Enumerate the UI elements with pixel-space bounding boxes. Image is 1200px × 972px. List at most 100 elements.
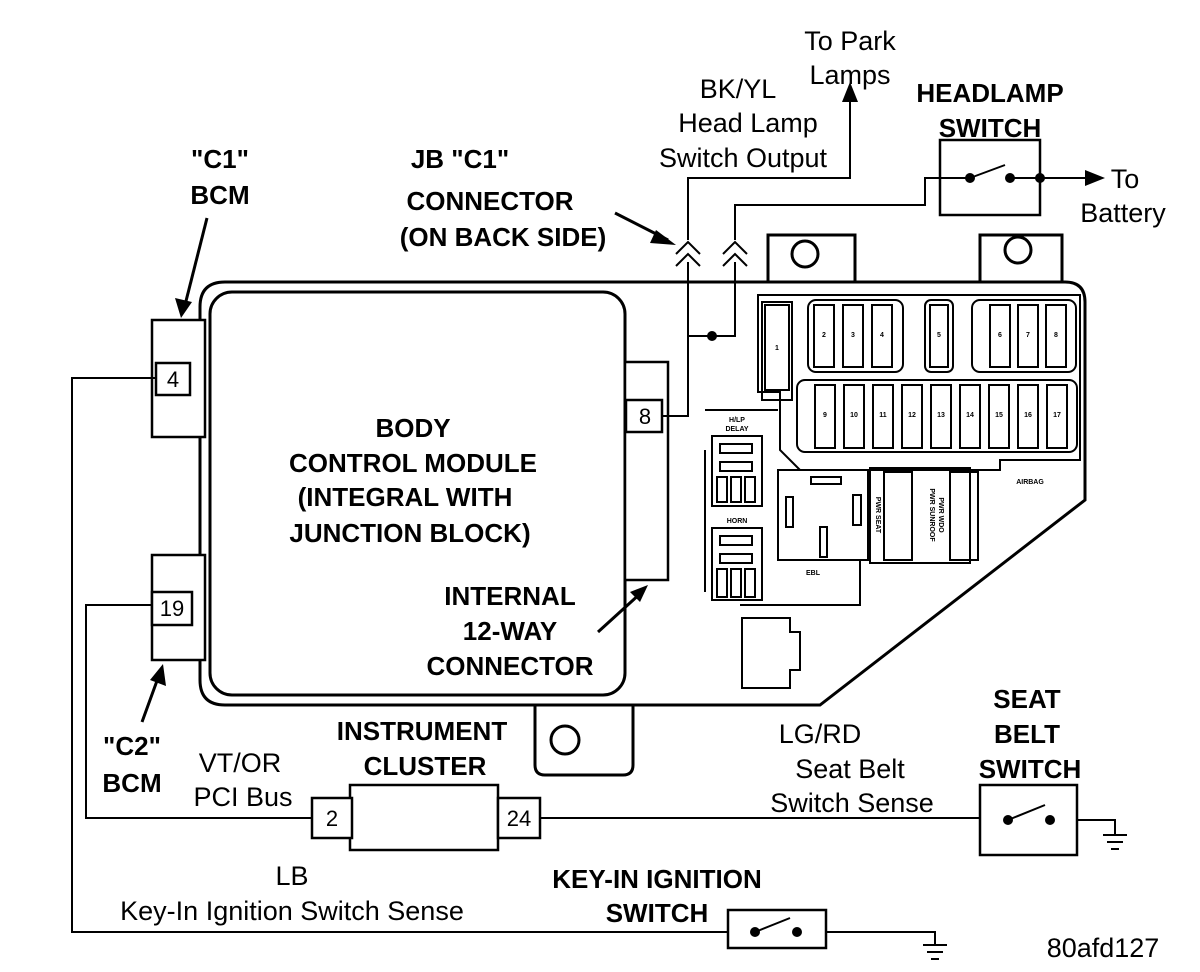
figure-id: 80afd127: [1047, 933, 1160, 963]
svg-text:CONNECTOR: CONNECTOR: [426, 651, 593, 681]
internal-connector-label: INTERNAL 12-WAY CONNECTOR: [426, 581, 593, 681]
fuse-2: [813, 304, 835, 368]
svg-text:To: To: [1111, 164, 1140, 194]
arrowhead: [630, 585, 648, 602]
fuse-label: 3: [851, 332, 855, 339]
airbag-label: AIRBAG: [1016, 479, 1044, 486]
vt-or-label: VT/OR PCI Bus: [193, 748, 292, 812]
fuse-7: [1017, 304, 1039, 368]
fuse-label: 10: [850, 412, 858, 419]
junction-block-outline: [198, 280, 1087, 707]
lb-label: LB Key-In Ignition Switch Sense: [120, 861, 464, 926]
hlp-delay-relay: [711, 435, 763, 507]
svg-text:JB "C1": JB "C1": [411, 144, 509, 174]
fuse-label: 9: [823, 412, 827, 419]
svg-text:PCI Bus: PCI Bus: [193, 782, 292, 812]
fuse-label: 12: [908, 412, 916, 419]
svg-text:SWITCH: SWITCH: [606, 898, 709, 928]
seat-belt-switch: [978, 783, 1079, 857]
svg-text:"C1": "C1": [191, 144, 249, 174]
pwr-sunroof-label: PWR SUNROOF: [928, 488, 935, 542]
c2-arrow: [140, 677, 160, 723]
internal-connector-arrow: [596, 590, 644, 634]
svg-text:BK/YL: BK/YL: [700, 74, 777, 104]
pwr-wdo-label: PWR WDO: [937, 497, 944, 533]
headlamp-switch-label: HEADLAMP SWITCH: [916, 78, 1063, 143]
svg-text:VT/OR: VT/OR: [199, 748, 282, 778]
svg-text:SEAT: SEAT: [993, 684, 1061, 714]
fuse-15: [988, 384, 1010, 449]
svg-text:12-WAY: 12-WAY: [463, 616, 557, 646]
cluster-pin-24: [496, 796, 542, 840]
c2-pin-19: [150, 590, 194, 627]
svg-text:KEY-IN IGNITION: KEY-IN IGNITION: [552, 864, 761, 894]
svg-text:SWITCH: SWITCH: [979, 754, 1082, 784]
fuse-label: 8: [1054, 332, 1058, 339]
fuse-label: 13: [937, 412, 945, 419]
svg-text:HEADLAMP: HEADLAMP: [916, 78, 1063, 108]
bk-yl-label: BK/YL Head Lamp Switch Output: [659, 74, 828, 173]
key-in-ignition-switch: [726, 908, 828, 950]
fuse-5: [929, 304, 949, 368]
horn-relay: [711, 527, 763, 601]
fuse-3: [842, 304, 864, 368]
arrowhead: [175, 298, 192, 318]
svg-text:BELT: BELT: [994, 719, 1060, 749]
svg-text:BCM: BCM: [190, 180, 249, 210]
fuse-16: [1017, 384, 1039, 449]
fuse-1: [764, 304, 790, 391]
c1-bcm-label: "C1" BCM: [190, 144, 249, 210]
pwr-seat-label: PWR SEAT: [874, 497, 881, 534]
fuse-14: [959, 384, 981, 449]
horn-label: HORN: [727, 518, 748, 525]
ebl-relay: [777, 469, 869, 561]
fuse-6: [989, 304, 1011, 368]
hlp-delay-label-2: DELAY: [725, 426, 748, 433]
fuse-label: 6: [998, 332, 1002, 339]
ebl-label: EBL: [806, 570, 821, 577]
svg-text:BODY: BODY: [375, 413, 450, 443]
fuse-12: [901, 384, 923, 449]
svg-text:CLUSTER: CLUSTER: [364, 751, 487, 781]
c2-pin-label: 19: [160, 596, 184, 621]
svg-text:LB: LB: [275, 861, 308, 891]
svg-text:CONTROL MODULE: CONTROL MODULE: [289, 448, 537, 478]
svg-text:BCM: BCM: [102, 768, 161, 798]
fuse-label: 11: [879, 412, 887, 419]
fuse-label: 16: [1024, 412, 1032, 419]
bcm-label: BODY CONTROL MODULE (INTEGRAL WITH JUNCT…: [289, 413, 537, 548]
svg-text:LG/RD: LG/RD: [779, 719, 862, 749]
to-park-lamps-label: To Park Lamps: [804, 26, 896, 90]
fuse-label: 17: [1053, 412, 1061, 419]
svg-text:"C2": "C2": [103, 731, 161, 761]
lg-rd-label: LG/RD Seat Belt Switch Sense: [770, 719, 934, 818]
svg-text:Lamps: Lamps: [809, 60, 890, 90]
svg-text:INSTRUMENT: INSTRUMENT: [337, 716, 508, 746]
fuse-11: [872, 384, 894, 449]
jb-c1-label: JB "C1" CONNECTOR (ON BACK SIDE): [400, 144, 607, 252]
seat-belt-switch-label: SEAT BELT SWITCH: [979, 684, 1082, 784]
mounting-tab-top-left: [766, 233, 857, 282]
internal-pin-label: 8: [639, 404, 651, 429]
svg-text:INTERNAL: INTERNAL: [444, 581, 576, 611]
fuse-9: [814, 384, 836, 449]
svg-text:Head Lamp: Head Lamp: [678, 108, 818, 138]
key-in-switch-label: KEY-IN IGNITION SWITCH: [552, 864, 761, 928]
svg-text:(ON BACK SIDE): (ON BACK SIDE): [400, 222, 607, 252]
svg-text:(INTEGRAL WITH: (INTEGRAL WITH: [298, 482, 513, 512]
ground-icon: [1103, 834, 1127, 850]
instrument-cluster: [348, 783, 500, 852]
wires: [71, 82, 1116, 945]
fuse-label: 4: [880, 332, 884, 339]
ground-icon: [923, 944, 947, 960]
cluster-pin-2-label: 2: [326, 806, 338, 831]
svg-text:CONNECTOR: CONNECTOR: [406, 186, 573, 216]
svg-text:Seat Belt: Seat Belt: [795, 754, 905, 784]
to-battery-label: To Battery: [1080, 164, 1166, 228]
instrument-cluster-label: INSTRUMENT CLUSTER: [337, 716, 508, 781]
fuse-label: 14: [966, 412, 974, 419]
internal-12-way-connector: [623, 360, 670, 582]
arrowhead: [150, 664, 166, 686]
